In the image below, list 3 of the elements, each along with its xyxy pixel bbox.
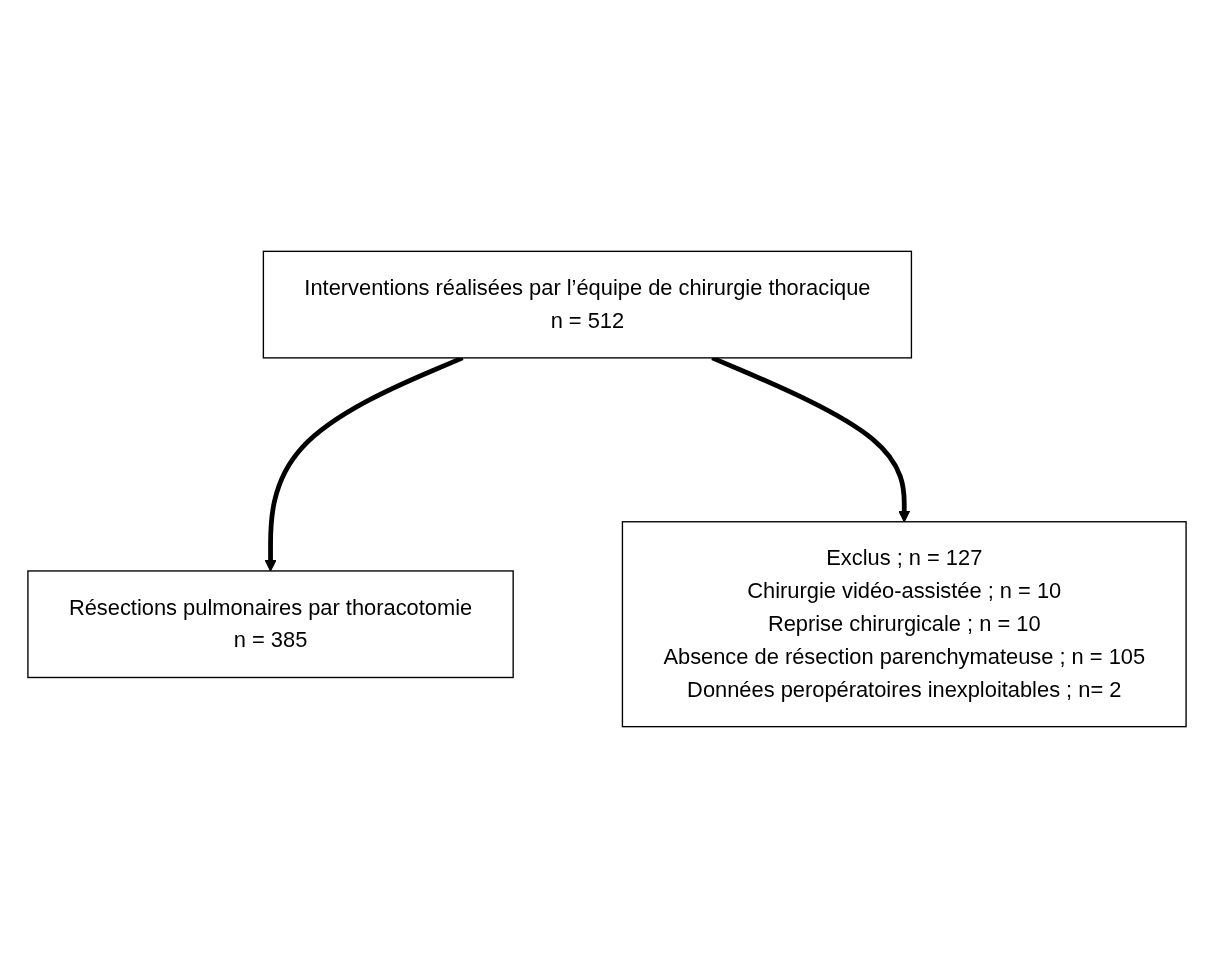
node-box: Exclus ; n = 127 Chirurgie vidéo-assistée ; n = 10 Reprise chirurgicale ; n = 10 Absence de résection parenchymateuse ; n = 105 Données peropératoires inexploitables ; n= 2 [621, 520, 1187, 727]
node-box: Interventions réalisées par l’équipe de chirurgie thoracique n = 512 [262, 250, 913, 359]
node-box: Résections pulmonaires par thoracotomie n = 385 [27, 569, 514, 678]
